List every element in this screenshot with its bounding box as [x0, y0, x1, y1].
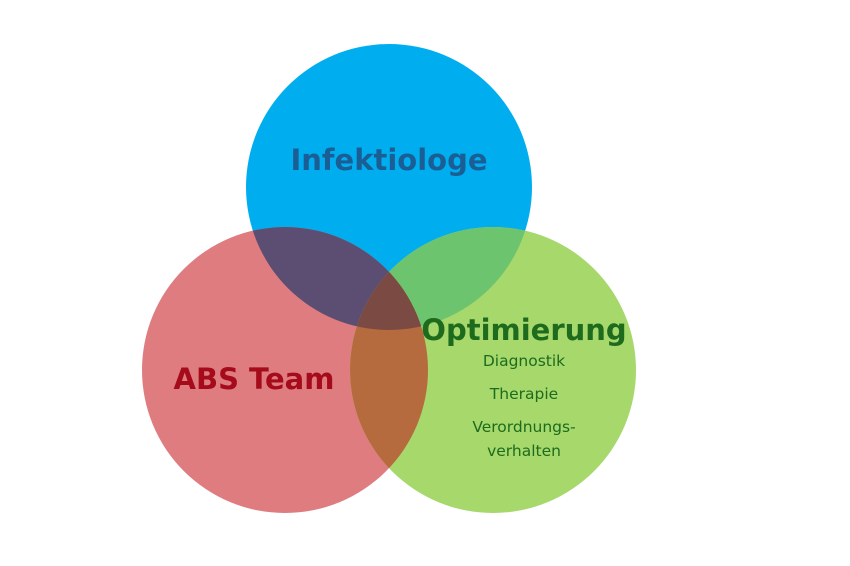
label-abs-team: ABS Team: [174, 362, 335, 396]
item-therapie: Therapie: [489, 385, 558, 403]
item-verordnungs: Verordnungs-: [472, 418, 575, 436]
label-infektiologe: Infektiologe: [290, 143, 487, 177]
label-optimierung: Optimierung: [421, 313, 626, 347]
item-diagnostik: Diagnostik: [483, 352, 565, 370]
item-verhalten: verhalten: [487, 442, 561, 460]
overlap-top-right: [350, 227, 532, 330]
overlap-top-left: [246, 227, 428, 330]
